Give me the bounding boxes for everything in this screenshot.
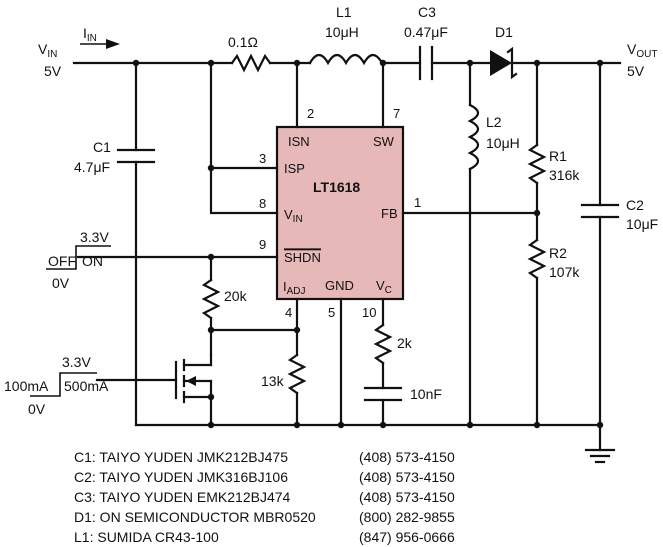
bom-part: D1: ON SEMICONDUCTOR MBR0520 (74, 509, 316, 525)
bom-phone: (408) 573-4150 (359, 489, 455, 505)
r1-ref: R1 (549, 148, 567, 164)
r2-resistor (527, 238, 547, 280)
pin-vc-label: VC (376, 278, 392, 296)
bom-part: C2: TAIYO YUDEN JMK316BJ106 (74, 469, 288, 485)
shdn-high-label: 3.3V (80, 229, 109, 245)
bom-phone: (847) 956-0666 (359, 529, 455, 545)
r-13k-resistor (287, 353, 307, 395)
l2-ref: L2 (486, 114, 502, 130)
r-sense-value: 0.1Ω (228, 34, 258, 50)
c2-value: 10μF (626, 216, 658, 232)
pin-number-iadj: 4 (285, 305, 292, 320)
pin-number-fb: 1 (414, 195, 421, 210)
ic-body (275, 125, 405, 301)
bom-phone: (800) 282-9855 (359, 509, 455, 525)
c2-ref: C2 (626, 197, 644, 213)
ic-name: LT1618 (313, 179, 360, 195)
c1-ref: C1 (93, 139, 111, 155)
shdn-waveform (46, 245, 111, 270)
shdn-on-label: ON (82, 253, 103, 269)
vout-label: VOUT (627, 41, 657, 60)
pin-number-vin: 8 (259, 196, 266, 211)
vin-value: 5V (44, 63, 62, 79)
c3-value: 0.47μF (404, 24, 448, 40)
vin-label: VIN (38, 41, 57, 60)
l1-value: 10μH (325, 24, 359, 40)
iin-label: IIN (83, 25, 97, 44)
pin-iadj-label: IADJ (283, 279, 306, 297)
pin-isn-label: ISN (288, 134, 310, 149)
bom-phone: (408) 573-4150 (359, 469, 455, 485)
iset-high-label: 3.3V (62, 354, 91, 370)
r2-value: 107k (549, 264, 580, 280)
shdn-low-label: 0V (52, 275, 70, 291)
d1-diode (490, 50, 512, 76)
pin-number-isn: 2 (307, 106, 314, 121)
sense-resistor (230, 53, 272, 73)
bom-part: C1: TAIYO YUDEN JMK212BJ475 (74, 449, 288, 465)
pin-number-isp: 3 (259, 151, 266, 166)
l1-inductor (308, 53, 384, 66)
ground-symbol (584, 448, 616, 464)
pin-number-vc: 10 (362, 305, 376, 320)
bill-of-materials: C1: TAIYO YUDEN JMK212BJ475 (408) 573-41… (74, 449, 455, 545)
pin-fb-label: FB (381, 206, 398, 221)
iset-waveform (30, 372, 97, 397)
r1-resistor (527, 143, 547, 185)
pin-number-sw: 7 (393, 106, 400, 121)
bom-phone: (408) 573-4150 (359, 449, 455, 465)
pin-vin-label: VIN (284, 207, 303, 225)
pin-number-shdn: 9 (259, 237, 266, 252)
mosfet (174, 353, 215, 427)
vout-value: 5V (627, 63, 645, 79)
c1-value: 4.7μF (74, 159, 110, 175)
r-2k-value: 2k (397, 335, 413, 351)
iset-high-current-label: 500mA (64, 378, 109, 394)
l2-value: 10μH (486, 135, 520, 151)
c3-ref: C3 (418, 4, 436, 20)
iset-low-label: 0V (28, 401, 46, 417)
pin-isp-label: ISP (284, 161, 305, 176)
r2-ref: R2 (549, 245, 567, 261)
l2-inductor (467, 103, 480, 171)
vin-arrow (106, 39, 120, 49)
shdn-off-label: OFF (48, 253, 76, 269)
r-20k-resistor (201, 278, 221, 320)
pin-number-gnd: 5 (328, 305, 335, 320)
iset-low-current-label: 100mA (4, 378, 49, 394)
pin-gnd-label: GND (325, 278, 354, 293)
c-10n-value: 10nF (410, 386, 442, 402)
l1-ref: L1 (336, 4, 352, 20)
d1-ref: D1 (495, 24, 513, 40)
pin-sw-label: SW (373, 134, 395, 149)
r-2k-resistor (373, 323, 393, 365)
r1-value: 316k (549, 167, 580, 183)
r-20k-value: 20k (224, 288, 248, 304)
bom-part: L1: SUMIDA CR43-100 (74, 529, 219, 545)
r-13k-value: 13k (261, 373, 285, 389)
pin-shdn-label: SHDN (284, 250, 321, 265)
bom-part: C3: TAIYO YUDEN EMK212BJ474 (74, 489, 291, 505)
